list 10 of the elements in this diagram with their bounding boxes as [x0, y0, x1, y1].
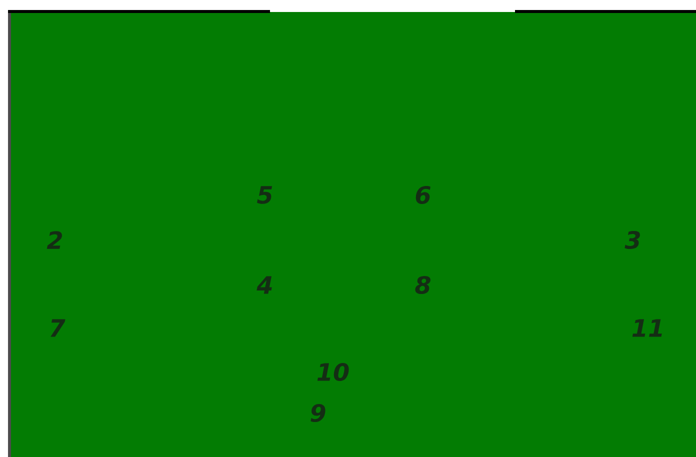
position-number: 10 [317, 362, 349, 382]
position-number: 4 [256, 276, 272, 294]
position-number: 3 [624, 230, 640, 250]
position-number: 9 [310, 404, 326, 422]
position-number: 6 [416, 186, 430, 204]
position-number: 5 [257, 186, 272, 204]
position-number: 11 [632, 319, 662, 337]
position-number: 8 [415, 276, 430, 294]
position-number: 7 [50, 319, 66, 337]
position-number: 2 [46, 231, 62, 249]
